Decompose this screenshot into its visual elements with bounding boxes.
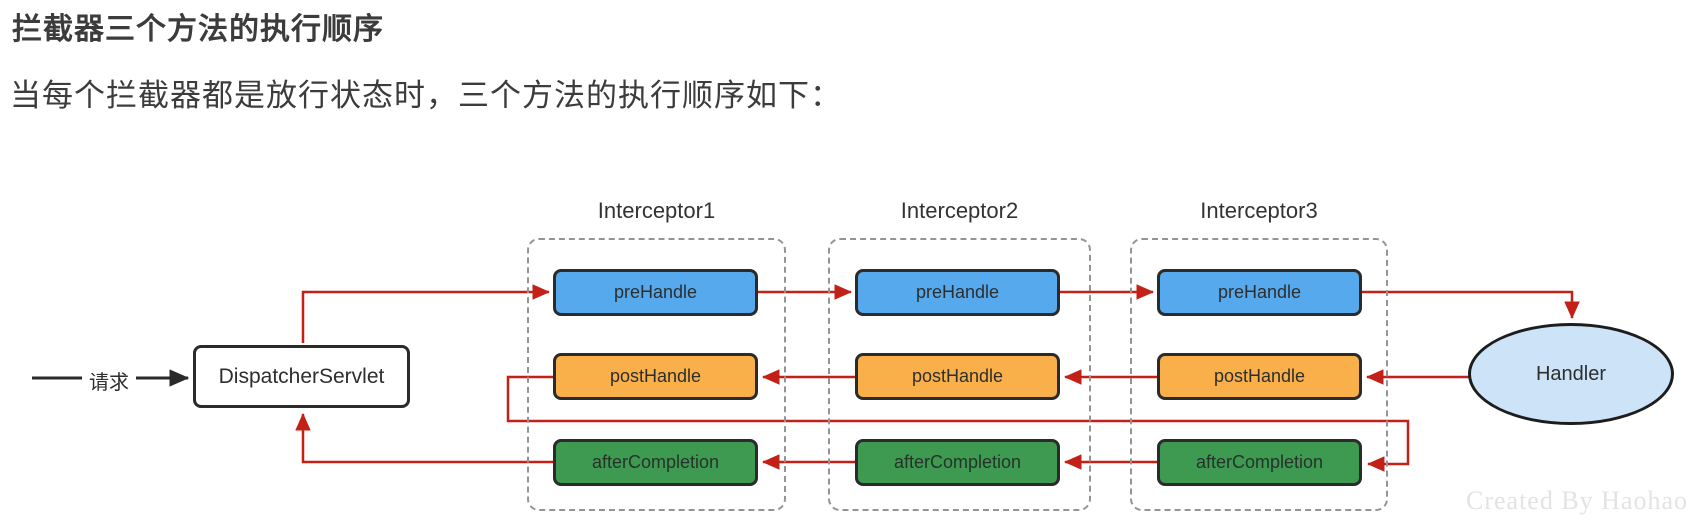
interceptor1-aftercompletion-node: afterCompletion — [553, 439, 758, 486]
interceptor1-posthandle-node: postHandle — [553, 353, 758, 400]
interceptor3-prehandle-node: preHandle — [1157, 269, 1362, 316]
page-subtitle: 当每个拦截器都是放行状态时，三个方法的执行顺序如下： — [10, 78, 842, 113]
interceptor2-title: Interceptor2 — [900, 198, 1019, 223]
interceptor2-container — [828, 238, 1091, 511]
page-title: 拦截器三个方法的执行顺序 — [12, 13, 384, 46]
dispatcher-servlet-node: DispatcherServlet — [193, 345, 410, 408]
connector-aftercompletion1-to-dispatcher — [295, 412, 553, 464]
connector-prehandle3-to-handler — [1362, 290, 1580, 320]
interceptor2-prehandle-node: preHandle — [855, 269, 1060, 316]
connector-dispatcher-to-prehandle1 — [301, 284, 551, 343]
interceptor1-prehandle-node: preHandle — [553, 269, 758, 316]
request-label: 请求 — [82, 366, 136, 395]
watermark: Created By Haohao — [1466, 486, 1689, 515]
interceptor3-title: Interceptor3 — [1200, 198, 1318, 223]
interceptor3-aftercompletion-node: afterCompletion — [1157, 439, 1362, 486]
interceptor1-container — [527, 238, 786, 511]
interceptor2-aftercompletion-node: afterCompletion — [855, 439, 1060, 486]
interceptor1-title: Interceptor1 — [597, 198, 716, 223]
handler-node: Handler — [1468, 323, 1674, 425]
interceptor3-container — [1130, 238, 1388, 511]
interceptor3-posthandle-node: postHandle — [1157, 353, 1362, 400]
interceptor2-posthandle-node: postHandle — [855, 353, 1060, 400]
